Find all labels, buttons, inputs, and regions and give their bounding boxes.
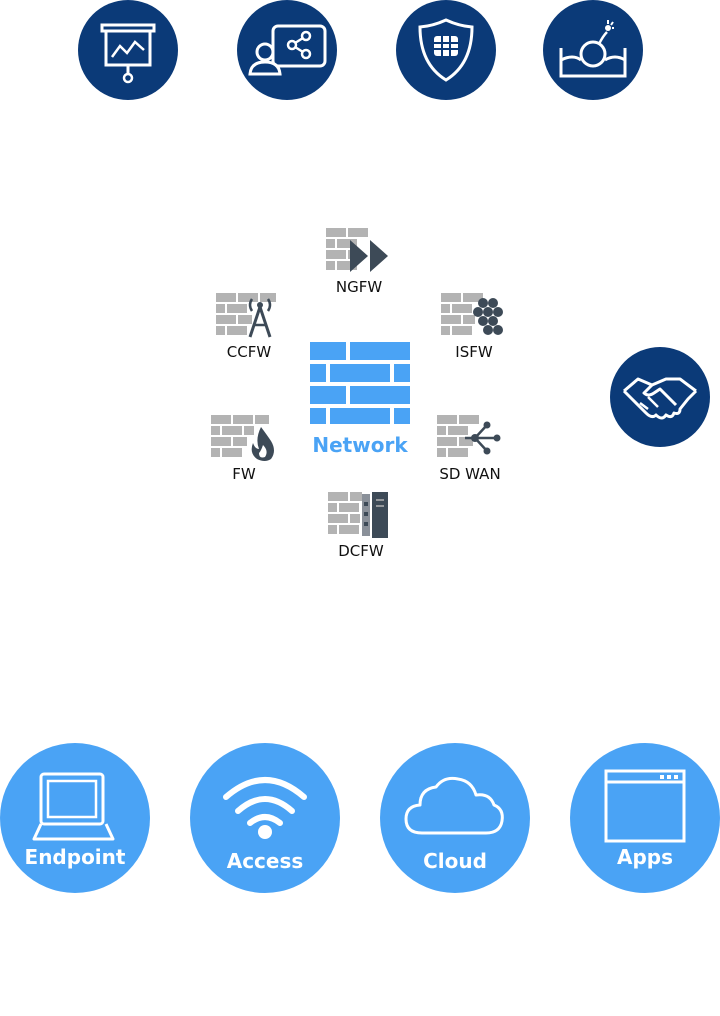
endpoint-label: Endpoint xyxy=(24,845,126,869)
sandbox-circle xyxy=(543,0,643,100)
presentation-circle xyxy=(78,0,178,100)
ccfw-brick-tower-icon xyxy=(216,293,276,338)
fw-brick-flame-icon xyxy=(211,415,274,461)
fw-label: FW xyxy=(232,465,256,483)
handshake-icon xyxy=(622,377,698,420)
shield-fortinet-icon xyxy=(418,18,474,82)
user-share-circle xyxy=(237,0,337,100)
wifi-icon xyxy=(223,777,307,839)
endpoint-circle: Endpoint xyxy=(0,743,150,893)
presentation-chart-icon xyxy=(100,23,156,84)
ccfw-node: CCFW xyxy=(199,291,299,361)
cloud-label: Cloud xyxy=(423,849,487,873)
isfw-brick-hexagon-icon xyxy=(441,293,503,335)
network-label: Network xyxy=(312,433,408,457)
access-label: Access xyxy=(226,849,304,873)
access-circle: Access xyxy=(190,743,340,893)
ccfw-label: CCFW xyxy=(226,343,272,361)
isfw-node: ISFW xyxy=(424,291,524,361)
dcfw-brick-server-icon xyxy=(328,492,388,538)
sdwan-brick-branch-icon xyxy=(437,415,501,457)
cloud-circle: Cloud xyxy=(380,743,530,893)
user-share-icon xyxy=(248,24,327,76)
ngfw-node: NGFW xyxy=(309,226,409,296)
network-center: Network xyxy=(308,340,412,457)
app-window-icon xyxy=(604,769,686,843)
shield-circle xyxy=(396,0,496,100)
cloud-icon xyxy=(404,776,504,835)
ngfw-brick-fast-forward-icon xyxy=(326,228,388,272)
dcfw-label: DCFW xyxy=(338,542,384,560)
fw-node: FW xyxy=(194,413,294,483)
bomb-sandbox-icon xyxy=(559,20,627,78)
isfw-label: ISFW xyxy=(455,343,493,361)
partnership-circle xyxy=(610,347,710,447)
laptop-icon xyxy=(32,772,115,841)
network-firewall-brick-icon xyxy=(310,342,410,424)
apps-circle: Apps xyxy=(570,743,720,893)
ngfw-label: NGFW xyxy=(335,278,383,296)
apps-label: Apps xyxy=(616,845,673,869)
sdwan-label: SD WAN xyxy=(439,465,501,483)
dcfw-node: DCFW xyxy=(311,490,411,560)
sdwan-node: SD WAN xyxy=(420,413,520,483)
